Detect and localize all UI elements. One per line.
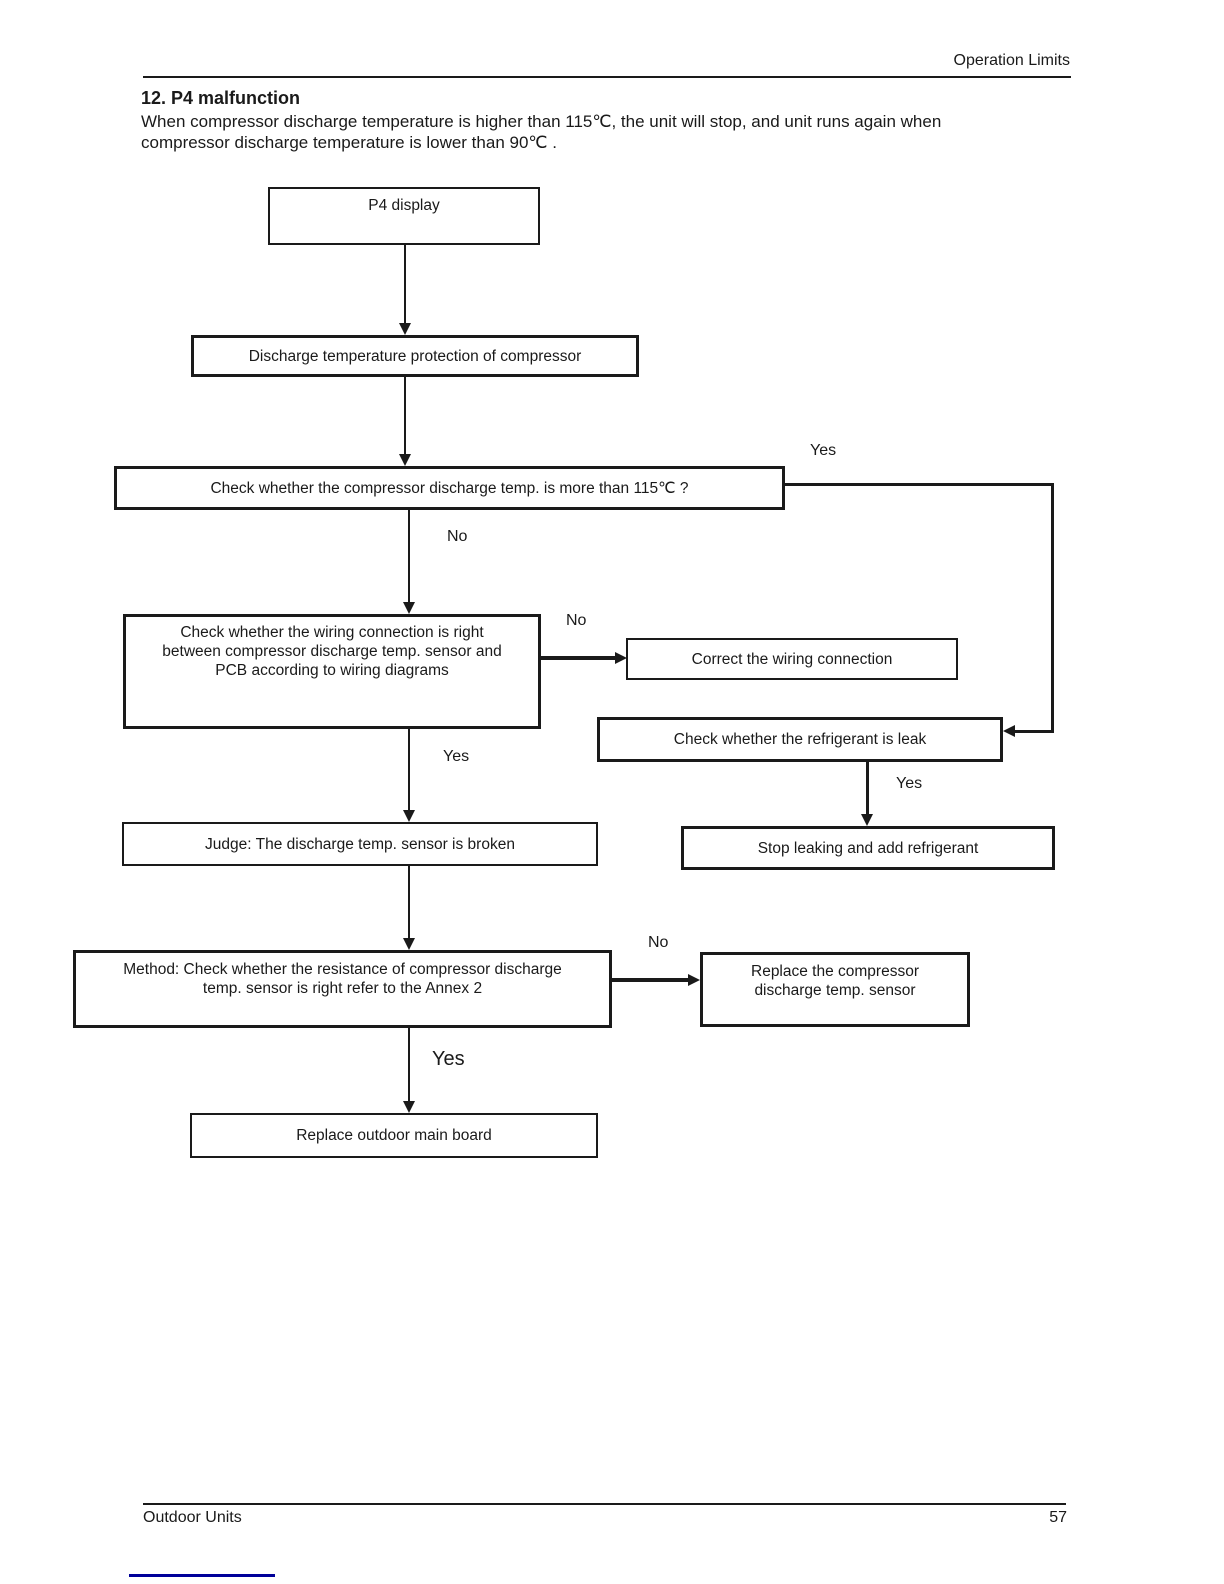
edge-label-no: No <box>447 528 468 545</box>
footer-page-number: 57 <box>1049 1509 1067 1526</box>
arrowhead-left-icon <box>1003 725 1015 737</box>
connector-line <box>1051 483 1054 733</box>
connector-line <box>785 483 1054 486</box>
arrowhead-down-icon <box>403 810 415 822</box>
flow-node-judge-sensor-broken: Judge: The discharge temp. sensor is bro… <box>122 822 598 866</box>
section-title: 12. P4 malfunction <box>141 88 301 108</box>
flow-node-p4-display: P4 display <box>268 187 540 245</box>
arrowhead-down-icon <box>861 814 873 826</box>
edge-label-yes: Yes <box>810 442 837 459</box>
connector-line <box>408 866 410 938</box>
edge-label-no: No <box>648 934 669 951</box>
connector-line <box>404 377 406 454</box>
connector-line <box>541 656 615 660</box>
edge-label-no: No <box>566 612 587 629</box>
flow-node-replace-sensor: Replace the compressor discharge temp. s… <box>700 952 970 1027</box>
connector-line <box>612 978 688 982</box>
footer-document-label: Outdoor Units <box>143 1509 242 1526</box>
flow-node-discharge-protection: Discharge temperature protection of comp… <box>191 335 639 377</box>
flow-node-check-wiring: Check whether the wiring connection is r… <box>123 614 541 729</box>
header-section-label: Operation Limits <box>953 52 1071 69</box>
arrowhead-right-icon <box>615 652 627 664</box>
edge-label-yes: Yes <box>443 748 470 765</box>
edge-label-yes: Yes <box>432 1048 465 1070</box>
flow-node-method-check-resistance: Method: Check whether the resistance of … <box>73 950 612 1028</box>
connector-line <box>1015 730 1054 733</box>
arrowhead-down-icon <box>399 323 411 335</box>
connector-line <box>408 729 410 810</box>
flow-node-replace-main-board: Replace outdoor main board <box>190 1113 598 1158</box>
connector-line <box>408 1028 410 1101</box>
header-rule <box>143 76 1071 78</box>
footer-accent-line <box>129 1574 275 1577</box>
flow-node-correct-wiring: Correct the wiring connection <box>626 638 958 680</box>
arrowhead-down-icon <box>403 602 415 614</box>
connector-line <box>408 510 410 602</box>
section-body-text: When compressor discharge temperature is… <box>141 112 942 152</box>
edge-label-yes: Yes <box>896 775 923 792</box>
connector-line <box>866 762 869 814</box>
arrowhead-down-icon <box>399 454 411 466</box>
flow-node-stop-leaking: Stop leaking and add refrigerant <box>681 826 1055 870</box>
connector-line <box>404 245 406 323</box>
arrowhead-right-icon <box>688 974 700 986</box>
arrowhead-down-icon <box>403 938 415 950</box>
flow-node-check-refrigerant-leak: Check whether the refrigerant is leak <box>597 717 1003 762</box>
arrowhead-down-icon <box>403 1101 415 1113</box>
flow-node-check-discharge-temp: Check whether the compressor discharge t… <box>114 466 785 510</box>
footer-rule <box>143 1503 1066 1505</box>
